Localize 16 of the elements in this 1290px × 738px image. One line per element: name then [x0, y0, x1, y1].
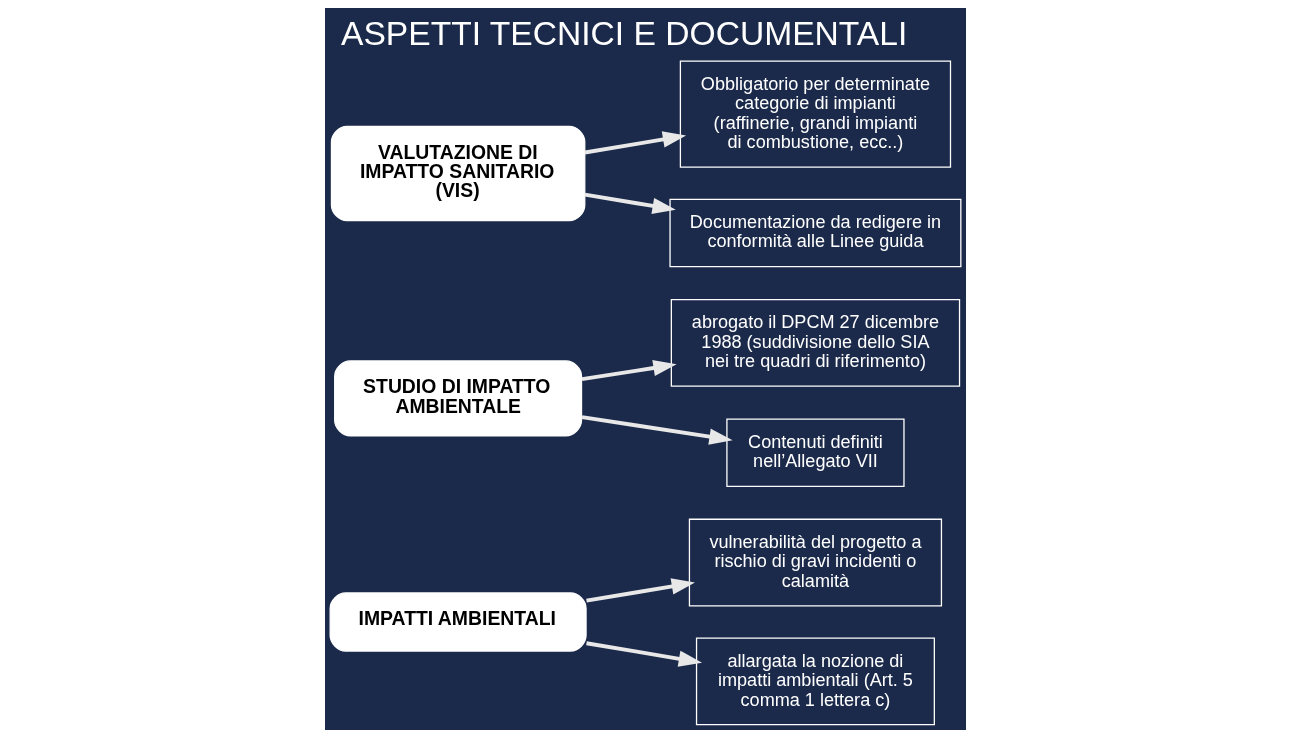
arrow: [581, 359, 677, 382]
arrow: [584, 192, 676, 214]
node-box: Obbligatorio per determinate categorie di impianti (raffinerie, grandi impianti di combustione, ecc..): [679, 60, 951, 168]
diagram-title: ASPETTI TECNICI E DOCUMENTALI: [340, 15, 907, 53]
node-box: IMPATTI AMBIENTALI: [329, 592, 587, 652]
arrow: [585, 641, 702, 667]
node-box: Documentazione da redigere in conformità alle Linee guida: [668, 198, 961, 268]
node-box: abrogato il DPCM 27 dicembre 1988 (suddivisione dello SIA nei tre quadri di riferimento): [670, 298, 960, 387]
node-box: Contenuti definiti nell’Allegato VII: [725, 418, 905, 487]
node-box: allargata la nozione di impatti ambientali (Art. 5 comma 1 lettera c): [695, 637, 935, 726]
arrow: [581, 415, 733, 445]
arrow: [584, 131, 686, 155]
node-box: STUDIO DI IMPATTO AMBIENTALE: [333, 360, 582, 437]
node-box: vulnerabilità del progetto a rischio di gravi incidenti o calamità: [688, 518, 942, 607]
arrow: [585, 578, 695, 603]
node-box: VALUTAZIONE DI IMPATTO SANITARIO (VIS): [330, 125, 585, 222]
